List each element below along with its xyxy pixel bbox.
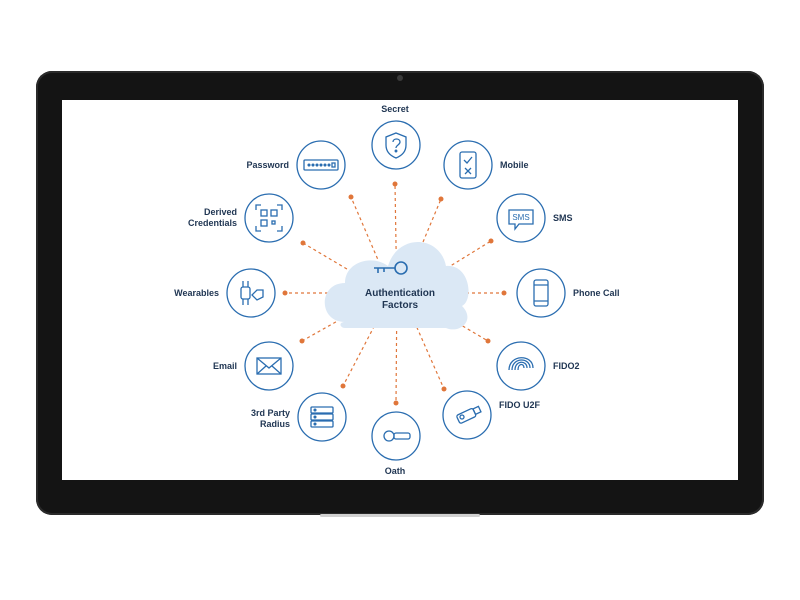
factor-nodes: SMS (226, 120, 566, 461)
factor-label-fido2: FIDO2 (553, 361, 580, 371)
factor-circle-fido2 (496, 341, 546, 391)
password-field-icon (303, 159, 339, 171)
factor-label-password: Password (246, 160, 289, 170)
sms-bubble-icon: SMS (508, 209, 534, 231)
camera-icon (397, 75, 403, 81)
factor-circle-derived-credentials (244, 193, 294, 243)
factor-node-secret (371, 120, 421, 170)
factor-label-derived-credentials: Derived Credentials (187, 207, 237, 228)
shield-question-icon (385, 132, 407, 159)
connector-dot-wearables (282, 290, 288, 296)
fingerprint-icon (508, 357, 534, 371)
factor-circle-mobile (443, 140, 493, 190)
connector-dot-phone-call (501, 290, 507, 296)
token-key-icon (383, 430, 411, 442)
connector-mobile (415, 198, 442, 259)
factor-node-oath (371, 411, 421, 461)
envelope-icon (256, 357, 282, 375)
factor-circle-email (244, 341, 294, 391)
factor-circle-wearables (226, 268, 276, 318)
connector-dot-secret (392, 181, 398, 187)
connector-oath (395, 330, 398, 404)
factor-node-wearables (226, 268, 276, 318)
connector-dot-mobile (438, 196, 444, 202)
connector-fido-u2f (416, 326, 445, 390)
factor-label-third-party-radius: 3rd Party Radius (250, 408, 290, 429)
factor-label-secret: Secret (381, 104, 409, 114)
connector-sms (436, 240, 492, 276)
factor-node-phone-call (516, 268, 566, 318)
connector-dot-password (348, 194, 354, 200)
factor-circle-fido-u2f (442, 390, 492, 440)
factor-label-wearables: Wearables (174, 288, 219, 298)
factor-node-password (296, 140, 346, 190)
factor-label-sms: SMS (553, 213, 573, 223)
factor-label-oath: Oath (384, 466, 406, 476)
factor-label-phone-call: Phone Call (573, 288, 620, 298)
connector-dot-fido-u2f (441, 386, 447, 392)
connector-fido2 (436, 310, 489, 342)
factor-label-fido-u2f: FIDO U2F (499, 400, 541, 410)
factor-node-email (244, 341, 294, 391)
connector-dot-derived-credentials (300, 240, 306, 246)
factor-circle-secret (371, 120, 421, 170)
connectors (282, 181, 507, 406)
factor-label-mobile: Mobile (500, 160, 529, 170)
connector-email (301, 309, 358, 342)
factor-node-sms: SMS (496, 193, 546, 243)
phone-icon (533, 279, 549, 307)
factor-circle-oath (371, 411, 421, 461)
key-icon (374, 261, 408, 275)
cloud-hub (324, 241, 469, 330)
factor-node-derived-credentials (244, 193, 294, 243)
server-icon (310, 406, 334, 428)
connector-secret (394, 183, 397, 256)
factor-node-mobile (443, 140, 493, 190)
cloud-icon (324, 241, 469, 330)
usb-key-icon (456, 405, 482, 424)
factor-label-email: Email (212, 361, 237, 371)
hub-title: Authentication Factors (365, 288, 435, 311)
connector-dot-oath (393, 400, 399, 406)
factor-circle-third-party-radius (297, 392, 347, 442)
smartwatch-icon (240, 281, 264, 305)
factor-circle-phone-call (516, 268, 566, 318)
qr-code-icon (255, 204, 283, 232)
connector-dot-fido2 (485, 338, 491, 344)
factor-node-fido-u2f (442, 390, 492, 440)
connector-third-party-radius (342, 325, 375, 387)
connector-dot-sms (488, 238, 494, 244)
connector-derived-credentials (302, 242, 358, 276)
sms-icon-text: SMS (512, 213, 529, 222)
factor-node-fido2 (496, 341, 546, 391)
monitor-base (320, 514, 480, 517)
connector-dot-third-party-radius (340, 383, 346, 389)
factor-circle-sms (496, 193, 546, 243)
connector-password (350, 196, 379, 259)
factor-node-third-party-radius (297, 392, 347, 442)
connector-dot-email (299, 338, 305, 344)
mobile-icon (459, 151, 477, 179)
